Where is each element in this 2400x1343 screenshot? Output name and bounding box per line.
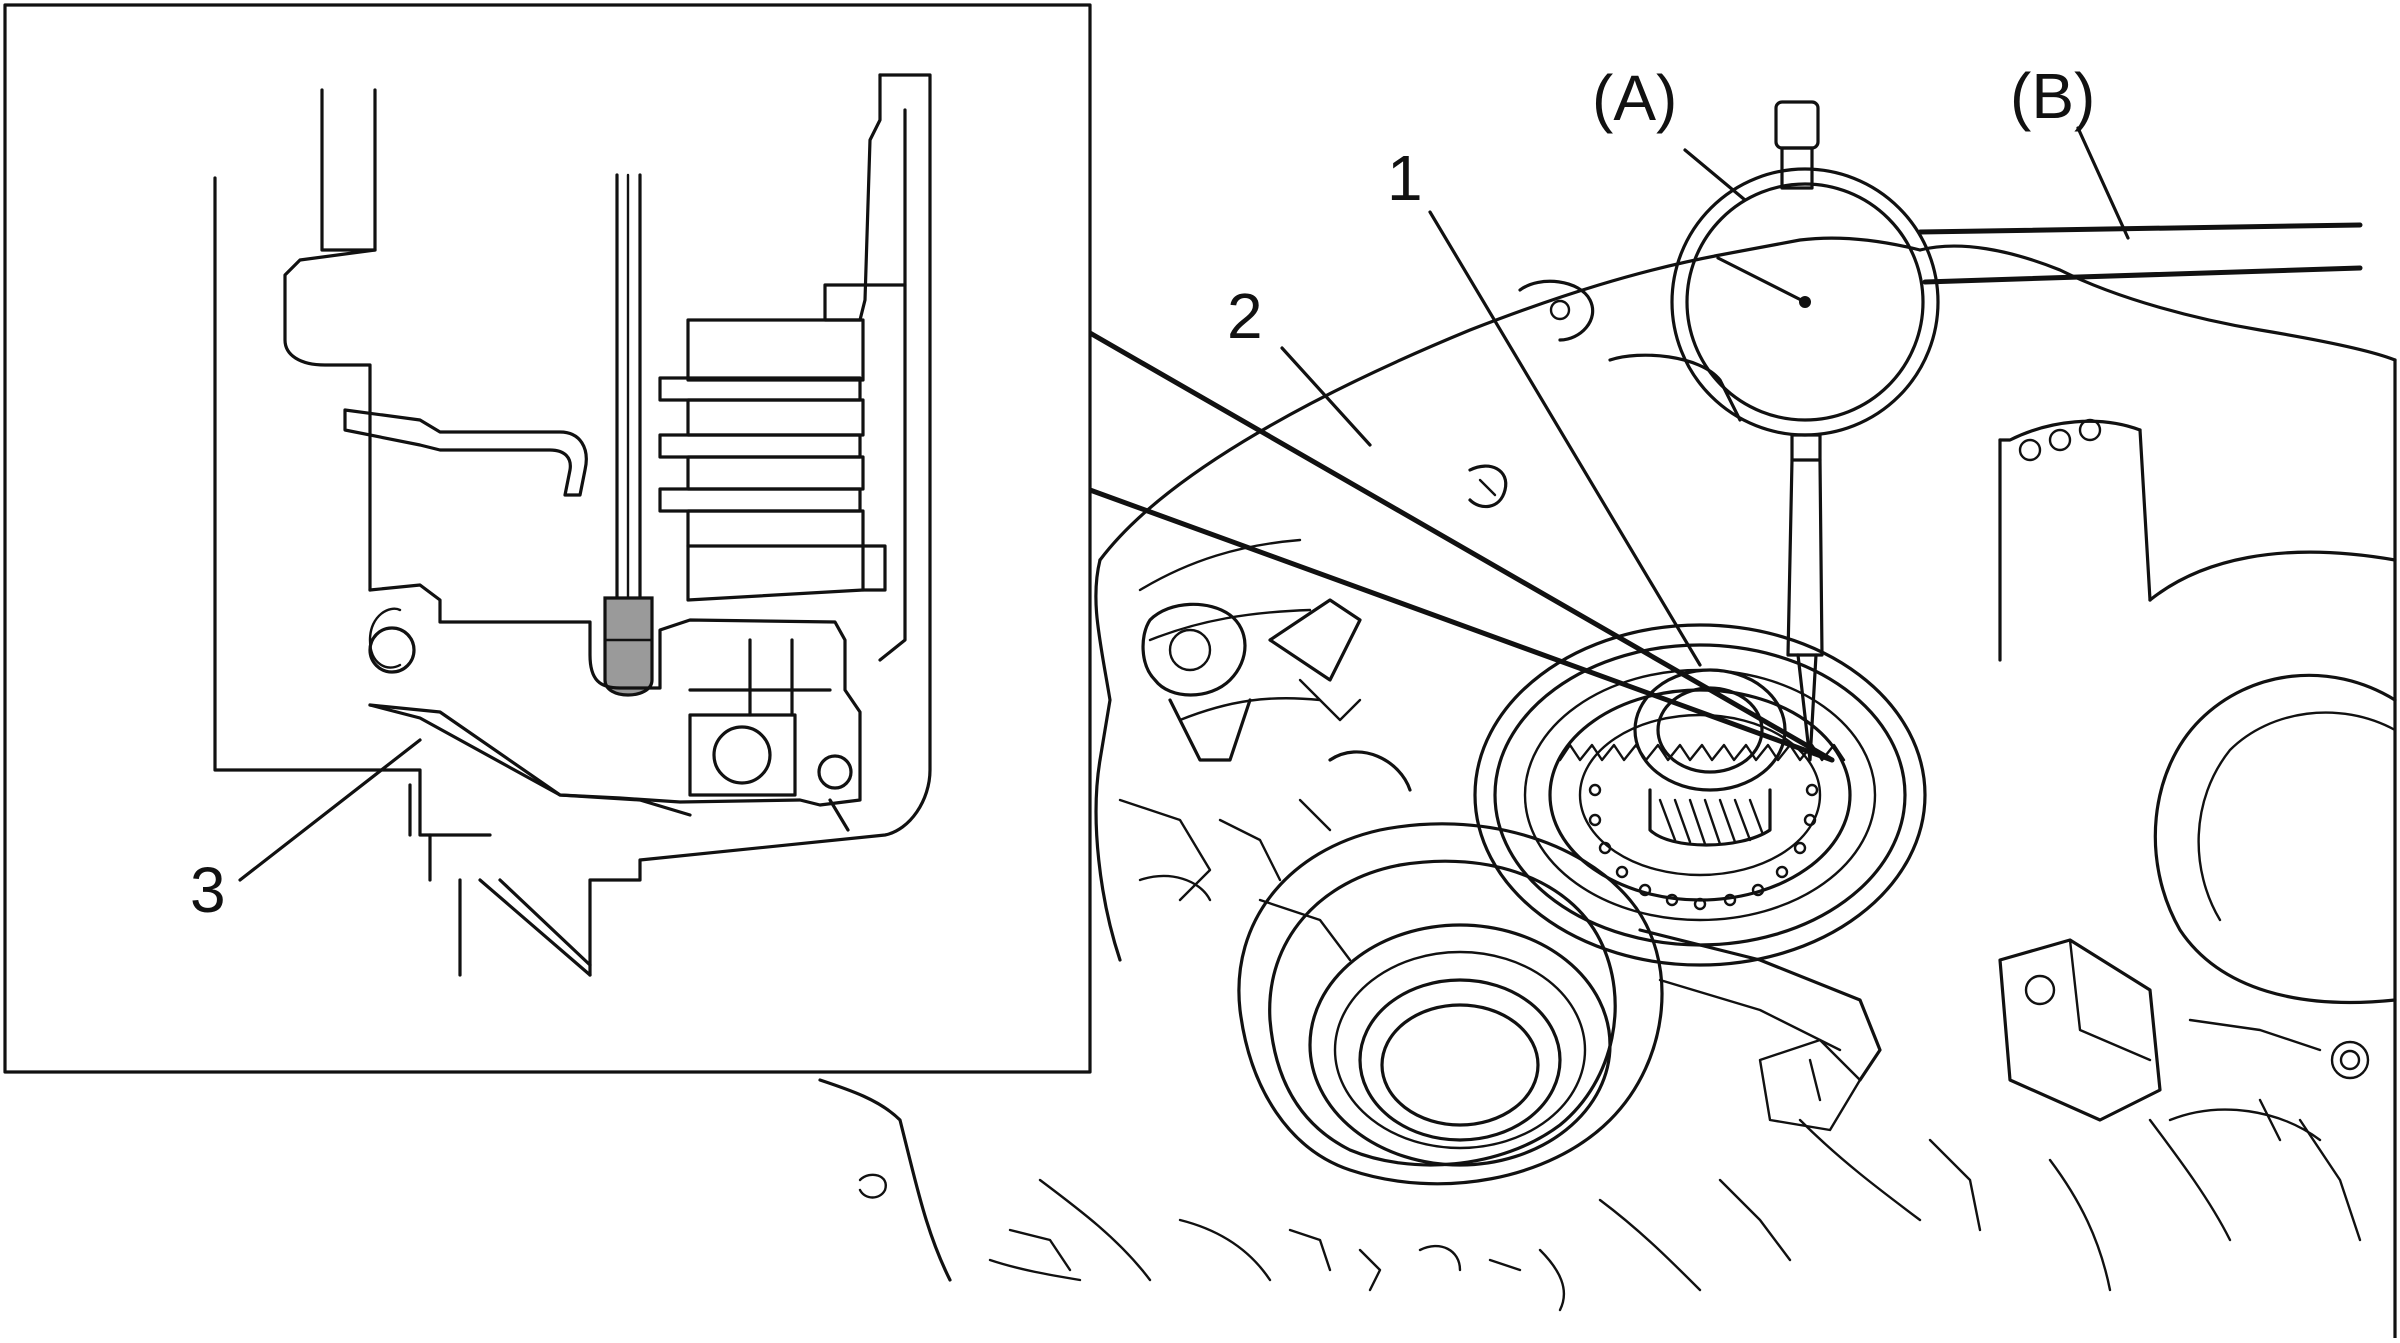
dial-gauge <box>1670 100 1940 762</box>
leader-b <box>2076 126 2130 240</box>
component-3-body <box>368 583 862 832</box>
detail-inset-drawing <box>213 73 932 977</box>
leader-1 <box>1428 210 1702 667</box>
label-callout-3: 3 <box>190 854 226 926</box>
detail-inset-frame <box>3 3 1092 1074</box>
label-layer: (A) (B) 1 2 3 <box>190 60 2095 926</box>
clutch-plate-stack <box>658 318 887 602</box>
label-dial-gauge: (A) <box>1592 62 1677 134</box>
leader-lines <box>238 126 2130 882</box>
label-callout-1: 1 <box>1387 142 1423 214</box>
shaft-splines <box>1658 798 1764 846</box>
axle-seal-bore <box>1237 822 1882 1186</box>
gauge-holder <box>1917 222 2363 285</box>
label-gauge-holder: (B) <box>2010 60 2095 132</box>
bearing-dots <box>1588 783 1819 911</box>
leader-2 <box>1280 346 1372 447</box>
leader-3 <box>238 738 422 882</box>
label-callout-2: 2 <box>1227 280 1263 352</box>
leader-a <box>1683 148 1747 202</box>
detail-callout-lines <box>1087 330 1835 763</box>
gear-teeth <box>1558 743 1846 762</box>
differential-assembly <box>1473 623 1927 967</box>
gauge-probe-rod <box>603 173 654 697</box>
transmission-housing <box>818 236 2397 1340</box>
